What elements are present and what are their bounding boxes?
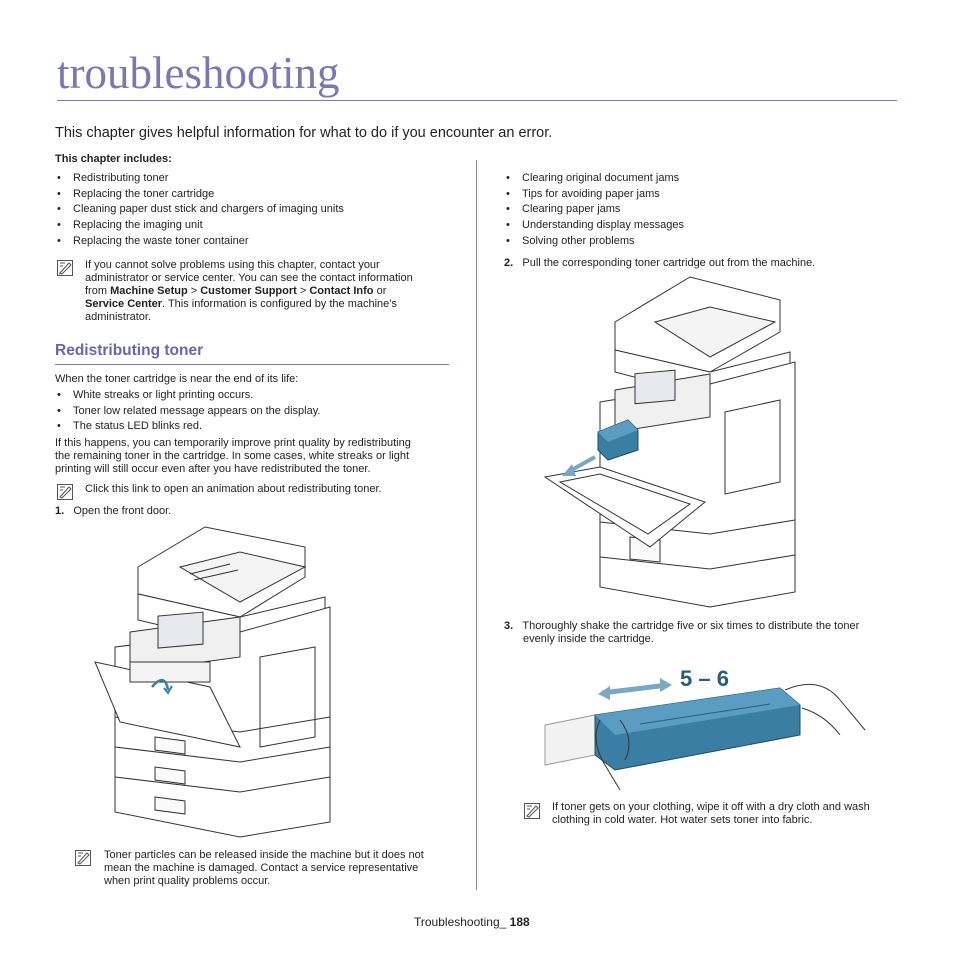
includes-label: This chapter includes: <box>55 153 172 165</box>
symptom-list: White streaks or light printing occurs. … <box>55 388 320 435</box>
note-icon <box>75 850 91 866</box>
step-1: 1. Open the front door. <box>55 505 172 517</box>
animation-link[interactable]: Click this link to open an animation abo… <box>85 483 382 495</box>
toc-item[interactable]: Clearing original document jams <box>504 171 684 187</box>
if-happens-text: If this happens, you can temporarily imp… <box>55 437 411 475</box>
toc-item[interactable]: Cleaning paper dust stick and chargers o… <box>55 202 344 218</box>
note-icon <box>57 260 73 276</box>
machine-door-open-illustration <box>94 526 331 838</box>
note-icon <box>524 803 540 819</box>
near-end-text: When the toner cartridge is near the end… <box>55 373 299 385</box>
note-icon <box>57 484 73 500</box>
section-divider <box>55 364 449 365</box>
step-2: 2. Pull the corresponding toner cartridg… <box>504 257 816 269</box>
symptom-item: White streaks or light printing occurs. <box>55 388 320 404</box>
toc-list-right: Clearing original document jams Tips for… <box>504 171 684 250</box>
chapter-intro: This chapter gives helpful information f… <box>55 125 553 141</box>
note-toner-clothing: If toner gets on your clothing, wipe it … <box>552 801 870 826</box>
symptom-item: The status LED blinks red. <box>55 419 320 435</box>
page-footer: Troubleshooting_ 188 <box>414 915 530 929</box>
toc-item[interactable]: Replacing the toner cartridge <box>55 187 344 203</box>
toc-item[interactable]: Understanding display messages <box>504 218 684 234</box>
toc-item[interactable]: Replacing the waste toner container <box>55 234 344 250</box>
page-number: 188 <box>509 915 530 929</box>
section-title: Redistributing toner <box>55 342 204 359</box>
column-divider <box>476 160 477 890</box>
shake-count-label: 5 – 6 <box>680 666 729 691</box>
note-toner-particles: Toner particles can be released inside t… <box>104 849 424 887</box>
toc-item[interactable]: Replacing the imaging unit <box>55 218 344 234</box>
page-title: troubleshooting <box>57 48 340 98</box>
toc-item[interactable]: Clearing paper jams <box>504 202 684 218</box>
toc-item[interactable]: Tips for avoiding paper jams <box>504 187 684 203</box>
title-divider <box>57 100 897 101</box>
toc-item[interactable]: Solving other problems <box>504 234 684 250</box>
note-contact-info: If you cannot solve problems using this … <box>85 259 413 323</box>
machine-pull-cartridge-illustration <box>543 276 796 608</box>
footer-label: Troubleshooting_ <box>414 915 507 929</box>
toc-item[interactable]: Redistributing toner <box>55 171 344 187</box>
step-3: 3. Thoroughly shake the cartridge five o… <box>504 620 860 645</box>
symptom-item: Toner low related message appears on the… <box>55 404 320 420</box>
shake-cartridge-illustration: 5 – 6 <box>544 666 866 791</box>
toc-list-left: Redistributing toner Replacing the toner… <box>55 171 344 250</box>
